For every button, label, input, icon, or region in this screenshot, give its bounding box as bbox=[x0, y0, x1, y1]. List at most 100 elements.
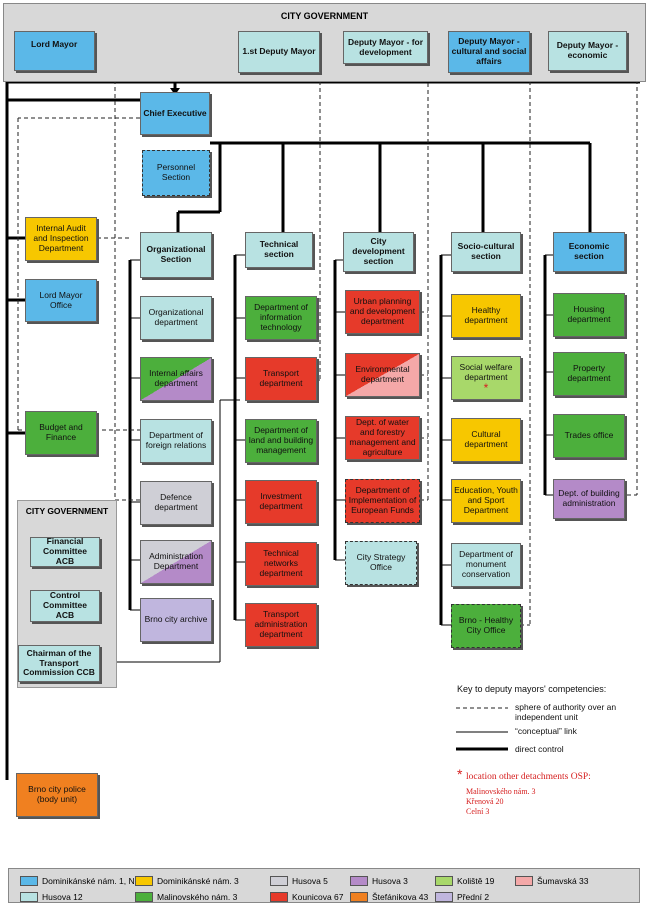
economic-section-box[interactable]: Economic section bbox=[553, 232, 625, 272]
chief-executive-box[interactable]: Chief Executive bbox=[140, 92, 210, 135]
org-item[interactable]: Defence department bbox=[140, 481, 212, 525]
dev-item[interactable]: Environmental department bbox=[345, 353, 420, 397]
key-dashed-line-icon bbox=[456, 707, 508, 709]
tech-item-label: Investment department bbox=[259, 491, 303, 511]
org-item[interactable]: Department of foreign relations bbox=[140, 419, 212, 463]
eco-item[interactable]: Housing department bbox=[553, 293, 625, 337]
deputy2-box[interactable]: Deputy Mayor - for development bbox=[343, 31, 428, 64]
control-committee-box[interactable]: Control Committee ACB bbox=[30, 590, 100, 622]
city-government-panel bbox=[3, 3, 646, 82]
personnel-label: Personnel Section bbox=[156, 162, 196, 182]
tech-item[interactable]: Technical networks department bbox=[245, 542, 317, 586]
deputy4-box[interactable]: Deputy Mayor - economic bbox=[548, 31, 627, 71]
tech-item-label: Transport department bbox=[259, 368, 303, 388]
legend-item: Dominikánské nám. 3 bbox=[135, 875, 239, 887]
dev-item-label: Environmental department bbox=[355, 364, 410, 384]
legend-label: Přední 2 bbox=[457, 892, 490, 902]
lmoffice-label: Lord Mayor Office bbox=[39, 289, 83, 310]
legend-label: Husova 12 bbox=[42, 892, 83, 902]
dev-item[interactable]: Department of Implementation of European… bbox=[345, 479, 420, 523]
org-item[interactable]: Internal affairs department bbox=[140, 357, 212, 401]
deputy1-label: 1.st Deputy Mayor bbox=[242, 46, 316, 57]
tech-item[interactable]: Transport administration department bbox=[245, 603, 317, 647]
eco-item[interactable]: Dept. of building administration bbox=[553, 479, 625, 519]
soc-item[interactable]: Social welfare department* bbox=[451, 356, 521, 400]
eco-item-label: Dept. of building administration bbox=[558, 488, 620, 508]
osp-address: Celní 3 bbox=[466, 807, 490, 816]
dev-item[interactable]: Dept. of water and forestry management a… bbox=[345, 416, 420, 460]
org-item-label: Internal affairs department bbox=[149, 368, 203, 388]
tech-item-label: Department of land and building manageme… bbox=[248, 425, 314, 455]
asterisk-icon: * bbox=[483, 380, 489, 395]
key-thin-line-icon bbox=[456, 731, 508, 733]
org-item[interactable]: Organizational department bbox=[140, 296, 212, 340]
deputy3-box[interactable]: Deputy Mayor - cultural and social affai… bbox=[448, 31, 530, 73]
key-direct-label: direct control bbox=[515, 744, 564, 754]
lord-mayor-office-box[interactable]: Lord Mayor Office bbox=[25, 279, 97, 322]
legend-item: Přední 2 bbox=[435, 891, 489, 903]
legend-swatch bbox=[350, 876, 368, 886]
key-title: Key to deputy mayors' competencies: bbox=[457, 684, 607, 694]
soc-item[interactable]: Education, Youth and Sport Department bbox=[451, 479, 521, 523]
dev-item[interactable]: Urban planning and development departmen… bbox=[345, 290, 420, 334]
legend-item: Štefánikova 43 bbox=[350, 891, 428, 903]
tech-section-label: Technical section bbox=[259, 239, 299, 259]
chair-label: Chairman of the Transport Commission CCB bbox=[23, 647, 95, 678]
legend-swatch bbox=[270, 892, 288, 902]
lord-mayor-box[interactable]: Lord Mayor bbox=[14, 31, 95, 71]
legend-swatch bbox=[20, 892, 38, 902]
personnel-section-box[interactable]: Personnel Section bbox=[142, 150, 210, 196]
transport-commission-box[interactable]: Chairman of the Transport Commission CCB bbox=[18, 645, 100, 682]
legend-swatch bbox=[20, 876, 38, 886]
soc-item-label: Department of monument conservation bbox=[459, 549, 513, 579]
eco-item[interactable]: Trades office bbox=[553, 414, 625, 458]
eco-item[interactable]: Property department bbox=[553, 352, 625, 396]
brno-city-police-box[interactable]: Brno city police (body unit) bbox=[16, 773, 98, 817]
technical-section-box[interactable]: Technical section bbox=[245, 232, 313, 268]
tech-item[interactable]: Investment department bbox=[245, 480, 317, 524]
soc-item-label: Social welfare department bbox=[459, 362, 513, 382]
legend-item: Šumavská 33 bbox=[515, 875, 589, 887]
legend-label: Husova 5 bbox=[292, 876, 328, 886]
location-legend bbox=[8, 868, 640, 903]
soc-item[interactable]: Department of monument conservation bbox=[451, 543, 521, 587]
soc-section-label: Socio-cultural section bbox=[457, 241, 515, 261]
dev-item[interactable]: City Strategy Office bbox=[345, 541, 417, 585]
tech-item[interactable]: Transport department bbox=[245, 357, 317, 401]
organizational-section-box[interactable]: Organizational Section bbox=[140, 232, 212, 278]
eco-item-label: Trades office bbox=[564, 430, 614, 441]
legend-swatch bbox=[350, 892, 368, 902]
control-label: Control Committee ACB bbox=[43, 590, 87, 620]
police-label: Brno city police (body unit) bbox=[28, 784, 86, 804]
legend-item: Koliště 19 bbox=[435, 875, 494, 887]
financial-committee-box[interactable]: Financial Committee ACB bbox=[30, 536, 100, 567]
soc-item[interactable]: Cultural department bbox=[451, 418, 521, 462]
legend-swatch bbox=[270, 876, 288, 886]
org-section-label: Organizational Section bbox=[146, 244, 206, 264]
org-item[interactable]: Brno city archive bbox=[140, 598, 212, 642]
dev-item-label: Department of Implementation of European… bbox=[348, 485, 417, 515]
budget-finance-box[interactable]: Budget and Finance bbox=[25, 411, 97, 455]
legend-item: Husova 5 bbox=[270, 875, 328, 887]
soc-item-label: Healthy department bbox=[464, 305, 508, 325]
tech-item[interactable]: Department of information technology bbox=[245, 296, 317, 340]
tech-item[interactable]: Department of land and building manageme… bbox=[245, 419, 317, 463]
eco-item-label: Property department bbox=[567, 363, 611, 383]
socio-cultural-section-box[interactable]: Socio-cultural section bbox=[451, 232, 521, 272]
org-item-label: Organizational department bbox=[148, 307, 204, 327]
soc-item[interactable]: Brno - Healthy City Office bbox=[451, 604, 521, 648]
soc-item-label: Cultural department bbox=[464, 429, 508, 449]
org-item-label: Administration Department bbox=[149, 551, 203, 571]
key-dashed-label: sphere of authority over an independent … bbox=[515, 702, 617, 722]
city-development-section-box[interactable]: City development section bbox=[343, 232, 414, 272]
tech-item-label: Technical networks department bbox=[259, 548, 303, 578]
committee-panel-title: CITY GOVERNMENT bbox=[25, 506, 109, 516]
tech-item-label: Transport administration department bbox=[254, 609, 308, 639]
soc-item-label: Brno - Healthy City Office bbox=[458, 615, 514, 635]
internal-audit-box[interactable]: Internal Audit and Inspection Department bbox=[25, 217, 97, 261]
soc-item[interactable]: Healthy department bbox=[451, 294, 521, 338]
org-item[interactable]: Administration Department bbox=[140, 540, 212, 584]
deputy1-box[interactable]: 1.st Deputy Mayor bbox=[238, 31, 320, 73]
fin-label: Financial Committee ACB bbox=[43, 536, 87, 566]
legend-swatch bbox=[135, 876, 153, 886]
